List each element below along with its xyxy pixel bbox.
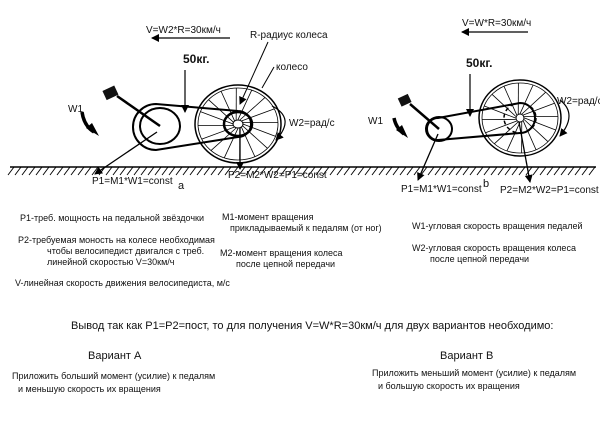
scheme-letter-b: b (483, 178, 489, 190)
chain-b (426, 101, 536, 142)
definitions: P1-треб. мощность на педальной звёздочки… (15, 212, 583, 288)
variant-a-line2: и меньшую скорость их вращения (18, 384, 161, 394)
p1-arrow-b (417, 133, 439, 181)
p1-label-a: P1=M1*W1=const (92, 176, 173, 187)
w2-arrow-a (271, 105, 286, 141)
crank-a (116, 94, 161, 128)
variant-b: Вариант В Приложить меньший момент (усил… (372, 350, 576, 391)
crank-b (409, 103, 440, 130)
p2-label-a: P2=M2*W2=P1=const (228, 170, 327, 181)
variant-b-title: Вариант В (440, 350, 493, 362)
variant-a-line1: Приложить больший момент (усилие) к педа… (12, 371, 215, 381)
chain-a (132, 102, 252, 152)
definition-p2-line1: P2-требуемая моность на колесе необходим… (18, 235, 215, 245)
definition-w2-line2: после цепной передачи (430, 254, 529, 264)
variant-a-title: Вариант А (88, 350, 142, 362)
w1-label-a: W1 (68, 104, 83, 115)
w2-label-a: W2=рад/с (289, 118, 335, 129)
definition-p1: P1-треб. мощность на педальной звёздочки (20, 213, 204, 223)
pedal-b (397, 93, 412, 107)
wheel-label: колесо (276, 62, 308, 73)
p1-label-b: P1=M1*W1=const (401, 184, 482, 195)
definition-w2-line1: W2-угловая скорость вращения колеса (412, 243, 576, 253)
rear-wheel-a (194, 84, 282, 164)
definition-m1-line2: прикладываемый к педалям (от ног) (230, 223, 382, 233)
variant-a: Вариант А Приложить больший момент (усил… (12, 350, 215, 394)
definition-p2-line3: линейной скоростью V=30км/ч (47, 257, 175, 267)
definition-m2-line1: M2-момент вращения колеса (220, 248, 343, 258)
ground-line (7, 166, 596, 176)
variant-b-line2: и большую скорость их вращения (378, 381, 520, 391)
definition-m2-line2: после цепной передачи (236, 259, 335, 269)
conclusion-text: Вывод так как P1=P2=пост, то для получен… (71, 320, 553, 332)
p2-arrow-b (518, 121, 533, 183)
w1-label-b: W1 (368, 116, 383, 127)
chainring-b (425, 116, 453, 142)
w2-label-b: W2=рад/с (557, 96, 600, 107)
mass-label-b: 50кг. (466, 56, 492, 70)
velocity-formula-a: V=W2*R=30км/ч (146, 25, 221, 36)
velocity-formula-b: V=W*R=30км/ч (462, 18, 531, 29)
w2-arrow-b (559, 99, 570, 137)
definition-p2-line2: чтобы велосипедист двигался с треб. (47, 246, 204, 256)
radius-label: R-радиус колеса (250, 30, 328, 41)
rear-wheel-b (478, 79, 562, 157)
scheme-a: V=W2*R=30км/ч 50кг. R-радиус колеса коле… (68, 25, 335, 192)
scheme-letter-a: a (178, 180, 185, 192)
mass-label-a: 50кг. (183, 52, 209, 66)
scheme-b: V=W*R=30км/ч 50кг. W1 W2=рад/с P1=M1*W1=… (368, 18, 600, 196)
variant-b-line1: Приложить меньший момент (усилие) к педа… (372, 368, 576, 378)
definition-m1-line1: M1-момент вращения (222, 212, 314, 222)
definition-w1: W1-угловая скорость вращения педалей (412, 221, 583, 231)
p2-label-b: P2=M2*W2=P1=const (500, 185, 599, 196)
pedal-a (102, 85, 119, 101)
p1-arrow-a (94, 131, 158, 175)
definition-v: V-линейная скорость движения велосипедис… (15, 278, 230, 288)
chainring-a (139, 107, 181, 145)
